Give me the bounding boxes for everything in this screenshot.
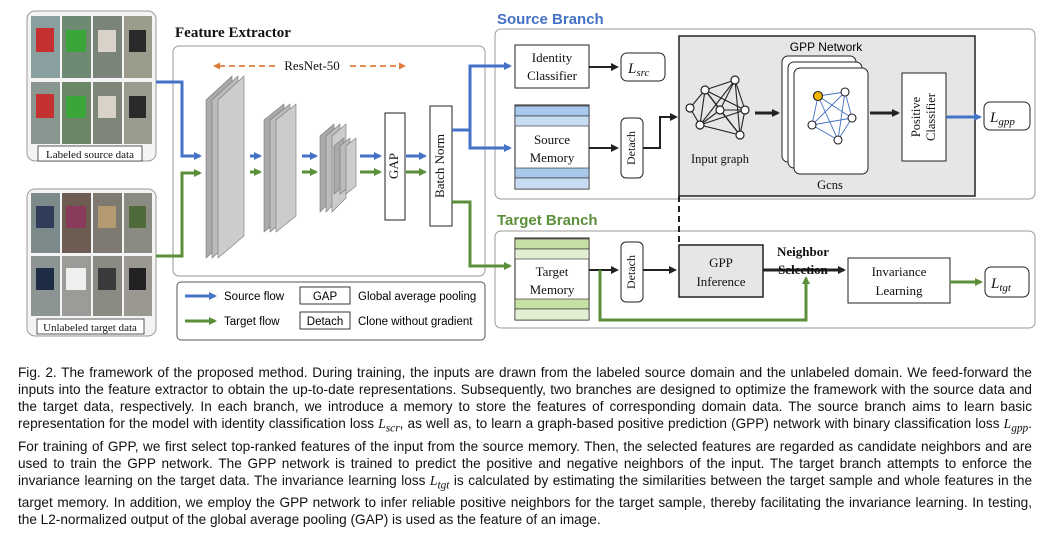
neighbor-selection-line1: Neighbor: [777, 244, 829, 259]
caption-part-1: Fig. 2. The framework of the proposed me…: [18, 365, 1032, 431]
framework-figure: Labeled source data Unlabeled target dat…: [26, 10, 1036, 341]
caption-part-2: , as well as, to learn a graph-based pos…: [399, 416, 1004, 431]
target-branch-title: Target Branch: [497, 212, 598, 229]
gpp-inference: GPP Inference: [678, 244, 764, 298]
gcns-label: Gcns: [817, 178, 843, 192]
caption-math-ltgt: Ltgt: [429, 472, 450, 492]
gap-block: GAP: [384, 112, 406, 221]
resnet-label: ResNet-50: [284, 58, 340, 73]
center-node: [812, 90, 824, 102]
source-branch: Source Branch Identity Classifier Lsrc S…: [452, 11, 1036, 200]
bn-to-target-memory-flow: [452, 200, 512, 270]
input-graph-label: Input graph: [691, 152, 750, 166]
loss-gpp-box: Lgpp: [983, 101, 1031, 131]
memory-to-selection-flow: [598, 270, 810, 322]
loss-src: Lsrc: [627, 61, 649, 79]
target-detach-block: Detach: [620, 241, 644, 303]
target-detach-label: Detach: [624, 255, 638, 289]
source-detach-block: Detach: [620, 117, 644, 179]
legend-gap-desc: Global average pooling: [358, 291, 476, 303]
source-input-flow: [156, 80, 202, 160]
resnet-stage-2: [263, 103, 297, 233]
source-images-panel: Labeled source data: [26, 10, 157, 162]
gpp-network-panel: GPP Network: [678, 35, 976, 197]
caption-part-4: is calculated by estimating the similari…: [18, 472, 1033, 528]
resnet-stage-1: [205, 75, 245, 259]
target-images-panel: Unlabeled target data: [26, 188, 157, 337]
invariance-learning-line2: Learning: [876, 283, 923, 298]
caption-part-3: . For training of GPP, we first select t…: [18, 416, 1032, 488]
source-person-thumbnails: [31, 16, 152, 144]
loss-gpp: Lgpp: [989, 110, 1015, 128]
legend-target-flow: Target flow: [224, 316, 280, 328]
gap-label: GAP: [386, 153, 401, 179]
labeled-source-label: Labeled source data: [46, 149, 134, 161]
loss-tgt-box: Ltgt: [984, 266, 1030, 298]
target-person-thumbnails: [31, 193, 152, 316]
gpp-inference-line2: Inference: [696, 274, 745, 289]
source-memory-line2: Memory: [530, 150, 575, 165]
target-branch: Target Branch Target Memory Detach GPP I…: [452, 196, 1036, 329]
batch-norm-block: Batch Norm: [429, 105, 453, 227]
feature-extractor-title: Feature Extractor: [175, 25, 291, 41]
loss-src-box: Lsrc: [620, 52, 666, 82]
unlabeled-target-label: Unlabeled target data: [43, 322, 137, 334]
batch-norm-label: Batch Norm: [432, 134, 447, 198]
positive-classifier: Positive Classifier: [901, 72, 947, 162]
positive-classifier-line2: Classifier: [924, 92, 938, 141]
loss-tgt: Ltgt: [990, 276, 1012, 294]
gcns-stack: Gcns: [781, 55, 869, 192]
target-memory-line1: Target: [536, 264, 569, 279]
source-memory: Source Memory: [514, 104, 590, 190]
identity-classifier-line2: Classifier: [527, 68, 577, 83]
feature-extractor-panel: Feature Extractor ResNet-50 GAP: [156, 25, 486, 341]
target-input-flow: [156, 169, 202, 258]
bn-to-identity-flow: [452, 62, 512, 132]
input-graph: Input graph: [685, 75, 750, 166]
legend: Source flow Target flow GAP Global avera…: [176, 281, 486, 341]
target-memory-line2: Memory: [530, 282, 575, 297]
identity-classifier: Identity Classifier: [514, 44, 590, 89]
legend-gap-key: GAP: [313, 291, 338, 303]
invariance-learning-line1: Invariance: [872, 264, 927, 279]
neighbor-selection-line2: Selection: [778, 262, 829, 277]
caption-math-lgpp: Lgpp: [1003, 416, 1029, 435]
caption-math-lscr: Lscr: [378, 416, 400, 435]
target-memory: Target Memory: [514, 237, 590, 321]
figure-caption: Fig. 2. The framework of the proposed me…: [18, 364, 1032, 528]
legend-source-flow: Source flow: [224, 291, 285, 303]
source-detach-label: Detach: [624, 131, 638, 165]
gpp-network-title: GPP Network: [790, 40, 863, 54]
invariance-learning: Invariance Learning: [847, 257, 951, 304]
positive-classifier-line1: Positive: [909, 96, 923, 137]
identity-classifier-line1: Identity: [532, 50, 573, 65]
bn-to-source-memory-flow: [468, 130, 512, 152]
source-branch-title: Source Branch: [497, 11, 604, 28]
resnet-stage-4: [333, 137, 357, 195]
legend-detach-key: Detach: [307, 316, 343, 328]
gpp-inference-line1: GPP: [709, 255, 733, 270]
legend-detach-desc: Clone without gradient: [358, 316, 473, 328]
source-memory-line1: Source: [534, 132, 570, 147]
